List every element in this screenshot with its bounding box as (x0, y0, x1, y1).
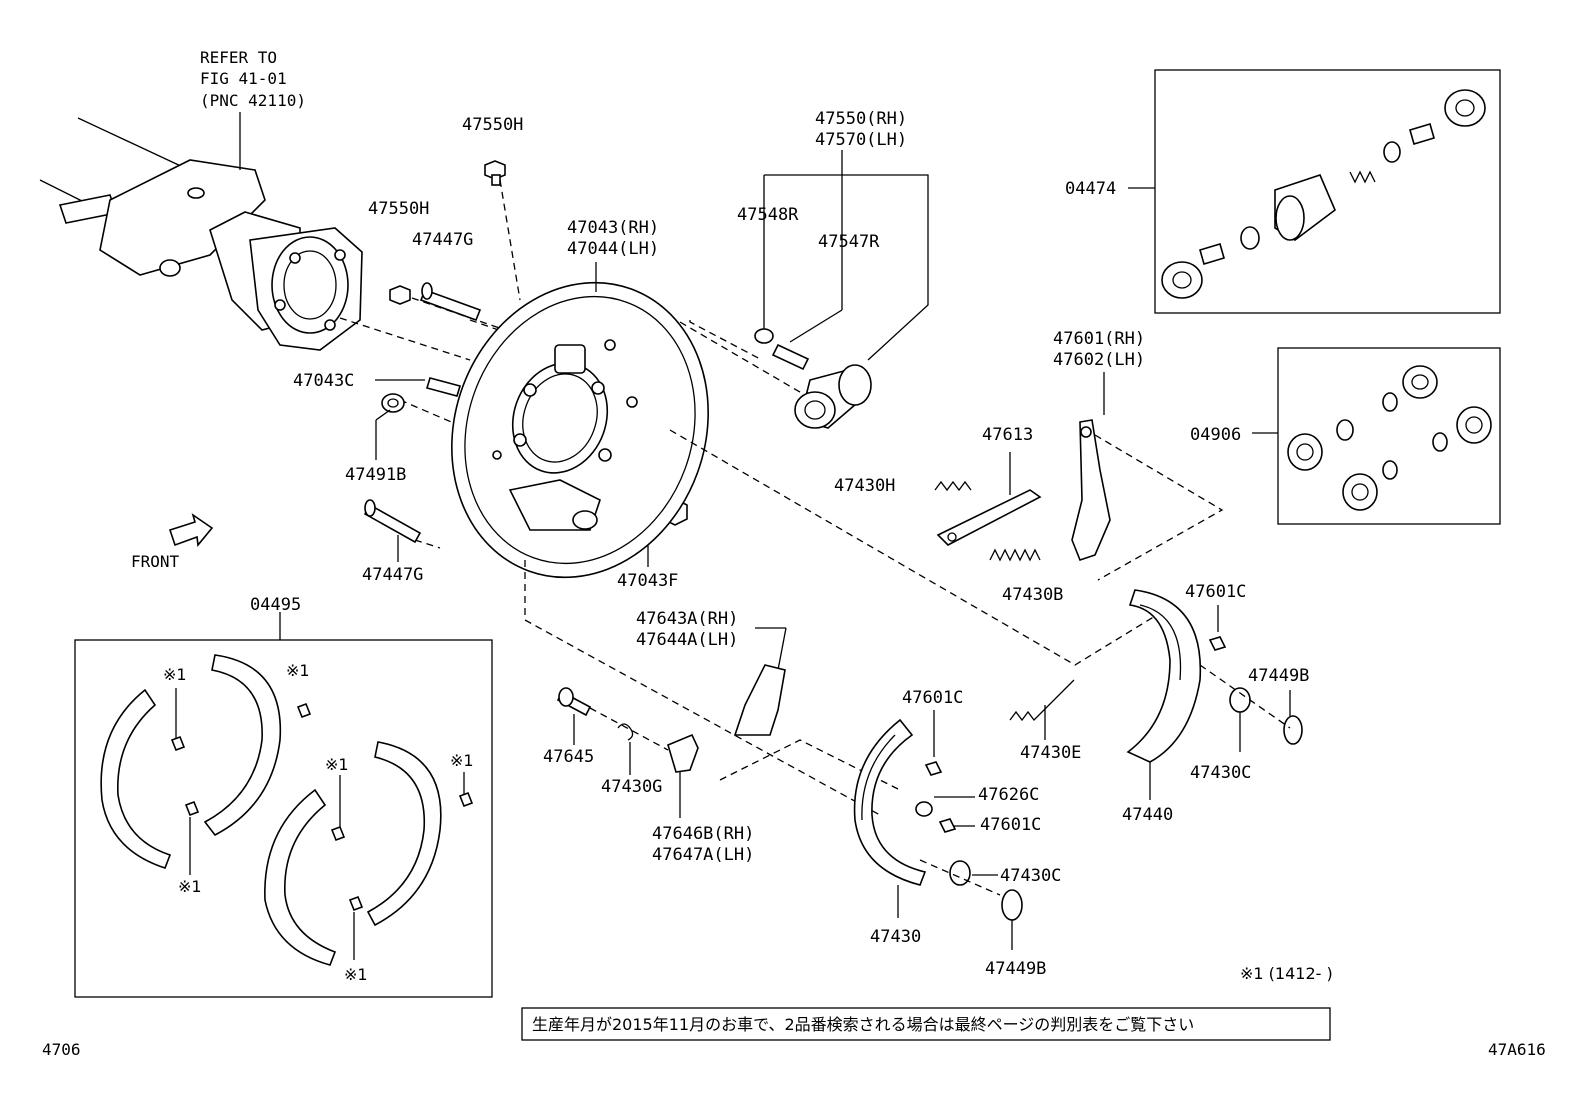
axle-housing-drawing (39, 112, 363, 351)
label-47646B-rh: 47646B(RH) (652, 824, 754, 844)
wheel-cylinder (794, 364, 872, 429)
label-47447G-top: 47447G (412, 230, 473, 250)
backing-plate-drawing (451, 281, 709, 579)
mark-1: ※1 (163, 665, 187, 684)
cup-47449B-a (1283, 715, 1303, 745)
spring-47430H (934, 480, 972, 492)
label-47430H: 47430H (834, 476, 895, 496)
refer-line-2: FIG 41-01 (200, 69, 287, 88)
date-range-note: ※1 (1412- ) (1240, 964, 1333, 983)
stud-47043C (425, 377, 462, 397)
brake-shoe-47430 (853, 718, 927, 886)
nut-47491B (381, 393, 405, 413)
mark-4: ※1 (325, 755, 349, 774)
label-47601C-c: 47601C (980, 815, 1041, 835)
spring-47430E (1009, 679, 1075, 722)
mark-2: ※1 (286, 661, 310, 680)
bleeder-cap-47548R (754, 328, 774, 344)
label-47647A-lh: 47647A(LH) (652, 845, 754, 865)
pin-47645 (556, 687, 592, 717)
label-47044-lh: 47044(LH) (567, 239, 659, 259)
label-47043F: 47043F (617, 571, 678, 591)
spring-47430B (989, 548, 1041, 562)
front-label: FRONT (131, 552, 180, 571)
strut-47613 (936, 489, 1042, 546)
kit-04906-box (1277, 347, 1501, 525)
label-47430G: 47430G (601, 777, 662, 797)
label-47550-rh: 47550(RH) (815, 109, 907, 129)
label-04495: 04495 (250, 595, 301, 615)
kit-04495-box (74, 639, 493, 998)
label-47645: 47645 (543, 747, 594, 767)
pin-47601C-a (1208, 636, 1227, 651)
bottom-note-box (521, 1007, 1331, 1041)
label-04906: 04906 (1190, 425, 1241, 445)
label-47570-lh: 47570(LH) (815, 130, 907, 150)
label-47601C-b: 47601C (902, 688, 963, 708)
label-47447G-bottom: 47447G (362, 565, 423, 585)
footer-left: 4706 (42, 1040, 81, 1059)
spring-47430C-b (949, 860, 971, 886)
brake-shoe-47440 (1126, 589, 1202, 763)
label-47601C-a: 47601C (1185, 582, 1246, 602)
kit-04495-shoes (100, 654, 442, 966)
refer-line-3: (PNC 42110) (200, 91, 306, 110)
label-04474: 04474 (1065, 179, 1116, 199)
label-47602-lh: 47602(LH) (1053, 350, 1145, 370)
label-47613: 47613 (982, 425, 1033, 445)
lever-47643A (733, 664, 786, 736)
bottom-note-text: 生産年月が2015年11月のお車で、2品番検索される場合は最終ページの判別表をご… (532, 1015, 1194, 1034)
label-47430E: 47430E (1020, 743, 1081, 763)
kit-04906-parts (1287, 365, 1492, 511)
bolt-47550H (389, 285, 411, 305)
label-47550H-top: 47550H (462, 115, 523, 135)
kit-04495-pins (170, 702, 474, 912)
label-47547R: 47547R (818, 232, 880, 252)
label-47430: 47430 (870, 927, 921, 947)
footer-right: 47A616 (1488, 1040, 1546, 1059)
kit-04474-box (1154, 69, 1501, 314)
label-47430C-a: 47430C (1190, 763, 1251, 783)
mark-6: ※1 (344, 965, 368, 984)
cup-47449B-b (1001, 889, 1023, 921)
kit-04474-parts (1161, 89, 1486, 299)
mark-5: ※1 (450, 751, 474, 770)
label-47548R: 47548R (737, 205, 799, 225)
label-47440: 47440 (1122, 805, 1173, 825)
refer-line-1: REFER TO (200, 48, 277, 67)
label-47449B-b: 47449B (985, 959, 1046, 979)
label-47430C-b: 47430C (1000, 866, 1061, 886)
bolt-47447G-bottom (363, 499, 422, 544)
spring-47430G (617, 723, 634, 741)
label-47601-rh: 47601(RH) (1053, 329, 1145, 349)
spring-47430C-a (1229, 687, 1251, 713)
bolt-47550H-top (484, 160, 506, 186)
label-47430B: 47430B (1002, 585, 1063, 605)
parking-brake-lever-47601 (1071, 419, 1111, 561)
bolt-47447G-top (419, 282, 482, 322)
bleeder-plug-47547R (771, 343, 810, 371)
label-47449B-a: 47449B (1248, 666, 1309, 686)
label-47550H: 47550H (368, 199, 429, 219)
mark-3: ※1 (178, 877, 202, 896)
front-arrow-icon (168, 513, 214, 547)
pin-47601C-b (924, 761, 943, 776)
label-47626C: 47626C (978, 785, 1039, 805)
label-47644A-lh: 47644A(LH) (636, 630, 738, 650)
label-47043-rh: 47043(RH) (567, 218, 659, 238)
label-47643A-rh: 47643A(RH) (636, 609, 738, 629)
label-47043C: 47043C (293, 371, 354, 391)
lever-47646B (667, 733, 699, 773)
washer-47626C (915, 801, 933, 817)
pin-47601C-c (938, 818, 957, 833)
label-47491B: 47491B (345, 465, 406, 485)
